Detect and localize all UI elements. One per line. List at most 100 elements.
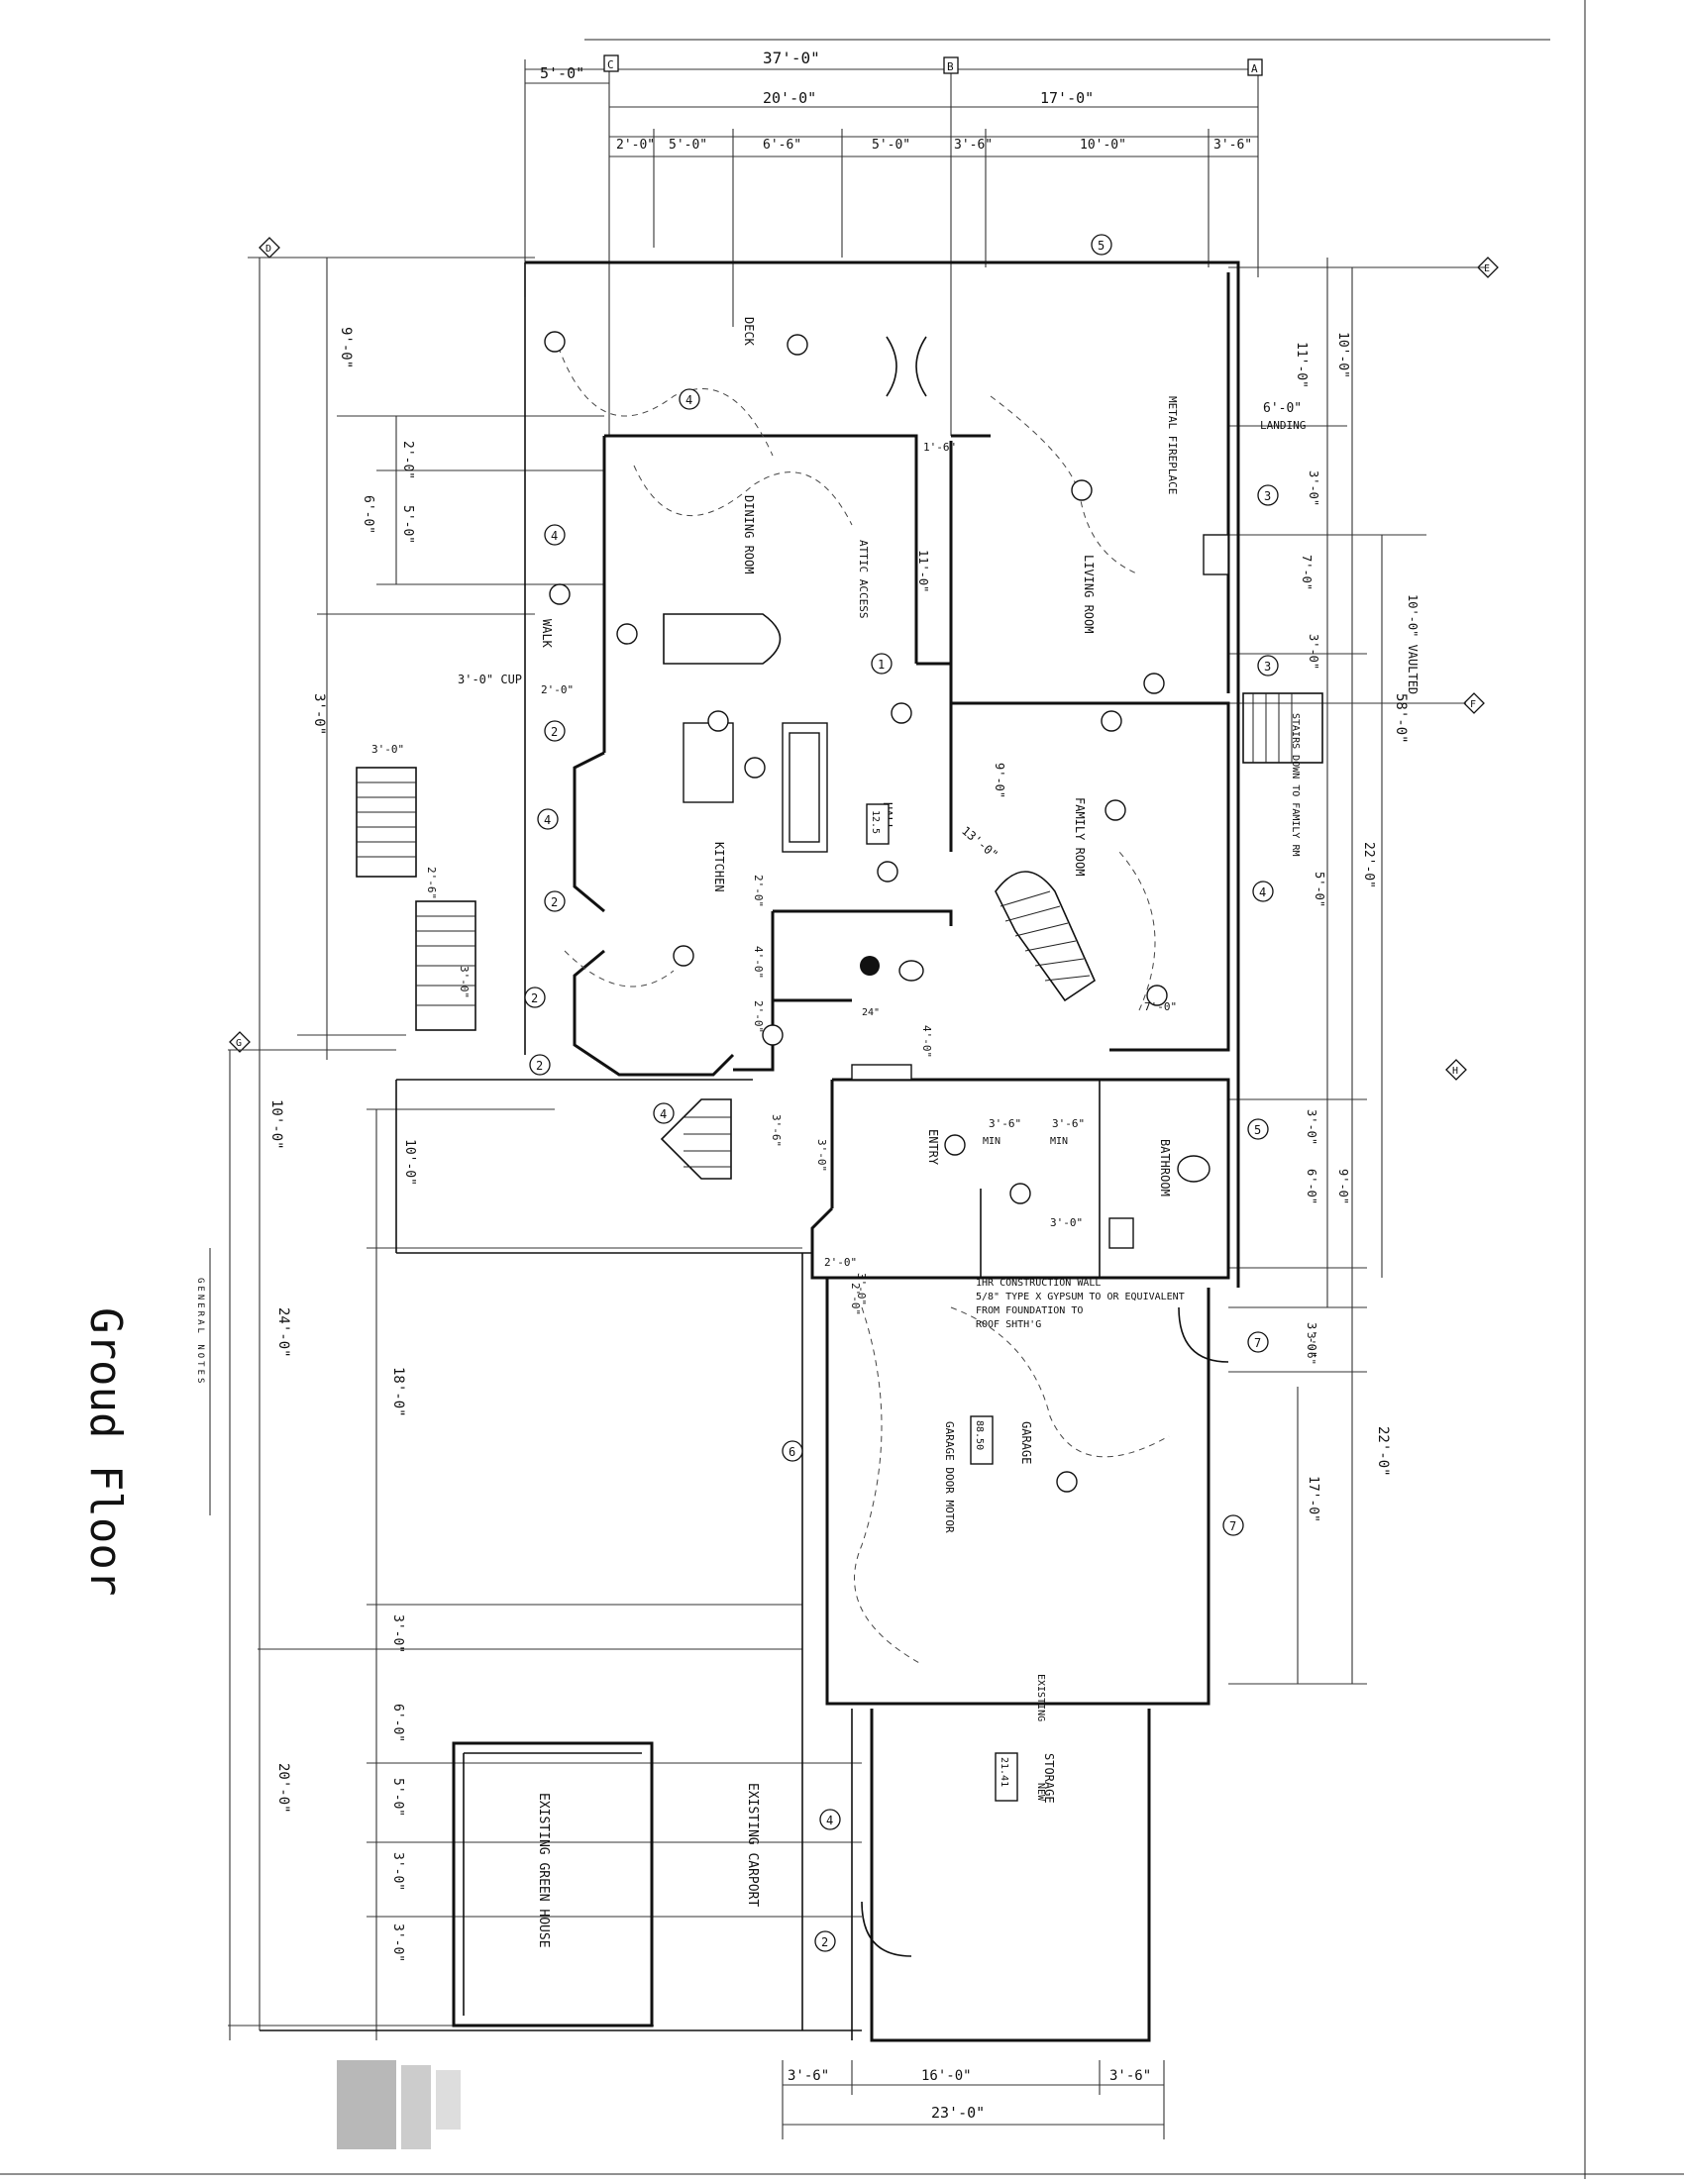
note-stairs: STAIRS DOWN TO FAMILY RM bbox=[1290, 713, 1301, 857]
window-tag-2a: 2 bbox=[551, 725, 558, 739]
room-label-living: LIVING ROOM bbox=[1082, 555, 1096, 633]
stair-left bbox=[356, 767, 476, 1031]
dim-in-s: 3'-0" bbox=[458, 966, 471, 998]
room-label-family: FAMILY ROOM bbox=[1073, 797, 1087, 876]
note-cup: 3'-0" CUP bbox=[458, 673, 522, 686]
dim-right-n: 22'-0" bbox=[1375, 1426, 1391, 1477]
dim-right-i: 5'-0" bbox=[1313, 872, 1326, 907]
dim-in-k: 3'-0" bbox=[855, 1273, 868, 1305]
dim-left-f: 10'-0" bbox=[268, 1099, 284, 1150]
dim-left-c: 6'-0" bbox=[361, 495, 375, 534]
dim-in-b: 9'-0" bbox=[993, 763, 1006, 798]
grid-marker-d bbox=[259, 237, 280, 259]
stair-family bbox=[995, 871, 1097, 1002]
area-garage: 88.50 bbox=[974, 1420, 985, 1450]
general-notes-block: GENERAL NOTES bbox=[195, 1248, 211, 1515]
dim-in-t: 3'-0" bbox=[371, 743, 404, 756]
dim-right-m: 3'-0" bbox=[1305, 1322, 1318, 1358]
dim-seg7: 3'-6" bbox=[1213, 138, 1252, 153]
note-existing: EXISTING bbox=[1035, 1674, 1046, 1721]
general-notes-label: GENERAL NOTES bbox=[195, 1278, 205, 1386]
window-tag-7a: 7 bbox=[1254, 1336, 1261, 1350]
window-tag-3a: 3 bbox=[1264, 489, 1271, 503]
interior-dimensions: 11'-0" 9'-0" 13'-0" 2'-0" 4'-0" 2'-0" 4'… bbox=[371, 441, 1317, 1365]
dim-right-g: 58'-0" bbox=[1393, 693, 1409, 744]
dim-left-g: 24'-0" bbox=[275, 1307, 291, 1358]
dim-offset: 5'-0" bbox=[540, 64, 584, 82]
dim-right-j: 3'-0" bbox=[1305, 1109, 1318, 1145]
dim-left-l: 5'-0" bbox=[390, 1778, 405, 1817]
room-label-bathroom: BATHROOM bbox=[1158, 1139, 1172, 1196]
grid-label-c: C bbox=[607, 58, 614, 71]
dim-in-d: 2'-0" bbox=[752, 875, 765, 907]
note-attic-access: ATTIC ACCESS bbox=[857, 540, 870, 618]
dim-in-w: 24" bbox=[862, 1007, 880, 1018]
dim-in-p: 3'-0" bbox=[1050, 1216, 1083, 1229]
dim-seg6: 10'-0" bbox=[1080, 138, 1126, 153]
dim-left-e: 3'-0" bbox=[311, 693, 327, 735]
dim-bottom-1: 3'-6" bbox=[788, 2068, 829, 2084]
dim-in-m: 4'-0" bbox=[920, 1025, 933, 1058]
dim-overall-width: 37'-0" bbox=[763, 49, 820, 67]
window-tag-2: 2 bbox=[821, 1935, 828, 1949]
kitchen-island bbox=[683, 722, 734, 803]
grid-marker-a bbox=[1247, 58, 1263, 76]
dim-in-a: 11'-0" bbox=[916, 550, 930, 592]
approval-stamp bbox=[337, 2060, 461, 2149]
note-new: NEW bbox=[1035, 1783, 1046, 1802]
electrical-runs bbox=[554, 336, 1170, 1665]
kitchen-sink bbox=[789, 732, 820, 843]
window-tag-2b: 2 bbox=[551, 895, 558, 909]
area-box-hall bbox=[866, 803, 890, 845]
dim-right-c: 6'-0" bbox=[1263, 401, 1302, 416]
dim-in-n: 7'-0" bbox=[1144, 1000, 1177, 1013]
dim-right-b: 11'-0" bbox=[1294, 342, 1309, 388]
grid-marker-h bbox=[1445, 1059, 1467, 1081]
dim-in-r: 2'-6" bbox=[425, 867, 438, 899]
room-label-storage: STORAGE bbox=[1042, 1753, 1056, 1804]
window-tag-4f: 4 bbox=[660, 1107, 667, 1121]
window-tag-4b: 4 bbox=[1259, 885, 1266, 899]
dim-in-g: 3'-6" bbox=[770, 1114, 783, 1147]
dim-in-o: 1'-6" bbox=[923, 441, 956, 454]
room-label-walk: WALK bbox=[540, 619, 554, 649]
dim-in-i: 3'-6" bbox=[989, 1117, 1021, 1130]
room-label-carport: EXISTING CARPORT bbox=[745, 1783, 760, 1907]
dim-in-v: 3'-6" bbox=[1052, 1117, 1085, 1130]
room-label-greenhouse: EXISTING GREEN HOUSE bbox=[536, 1793, 551, 1948]
dim-bottom-2: 16'-0" bbox=[921, 2068, 972, 2084]
grid-marker-g bbox=[229, 1031, 251, 1053]
water-heater bbox=[860, 956, 880, 976]
grid-label-b: B bbox=[947, 60, 954, 73]
garage-side-door bbox=[1178, 1306, 1229, 1363]
powder-toilet bbox=[898, 960, 924, 982]
bathroom-toilet bbox=[1108, 1217, 1134, 1249]
dim-in-e: 4'-0" bbox=[752, 946, 765, 979]
stair-landing-right bbox=[1242, 692, 1323, 764]
dim-in-f: 2'-0" bbox=[752, 1000, 765, 1033]
window-tag-4d: 4 bbox=[544, 813, 551, 827]
room-label-garage: GARAGE bbox=[1019, 1421, 1033, 1464]
note-foundation: FROM FOUNDATION TO bbox=[976, 1305, 1083, 1316]
bottom-dimensions: 3'-6" 16'-0" 3'-6" 23'-0" bbox=[782, 2060, 1165, 2139]
dim-in-j: 2'-0" bbox=[824, 1256, 857, 1269]
dim-right-l: 9'-0" bbox=[1336, 1169, 1350, 1204]
note-sheathing: ROOF SHTH'G bbox=[976, 1319, 1041, 1330]
dim-left-h: 20'-0" bbox=[275, 1763, 291, 1814]
window-tag-2d: 2 bbox=[536, 1059, 543, 1073]
right-dimensions: 10'-0" 11'-0" 6'-0" 3'-0" 7'-0" 3'-0" 58… bbox=[1228, 258, 1486, 1685]
room-label-dining: DINING ROOM bbox=[742, 495, 756, 573]
dim-left-b: 2'-0" bbox=[400, 441, 415, 479]
dim-right-e: 7'-0" bbox=[1300, 555, 1314, 590]
walls bbox=[260, 260, 1240, 2042]
grid-marker-e bbox=[1477, 257, 1499, 278]
dim-right-k: 6'-0" bbox=[1305, 1169, 1318, 1204]
dim-in-c: 13'-0" bbox=[959, 824, 1000, 863]
dim-left-n: 3'-0" bbox=[390, 1924, 405, 1962]
area-box-garage bbox=[970, 1415, 994, 1465]
room-label-deck: DECK bbox=[742, 317, 756, 347]
room-label-landing: LANDING bbox=[1260, 419, 1306, 432]
dim-upper-left: 20'-0" bbox=[763, 89, 816, 107]
